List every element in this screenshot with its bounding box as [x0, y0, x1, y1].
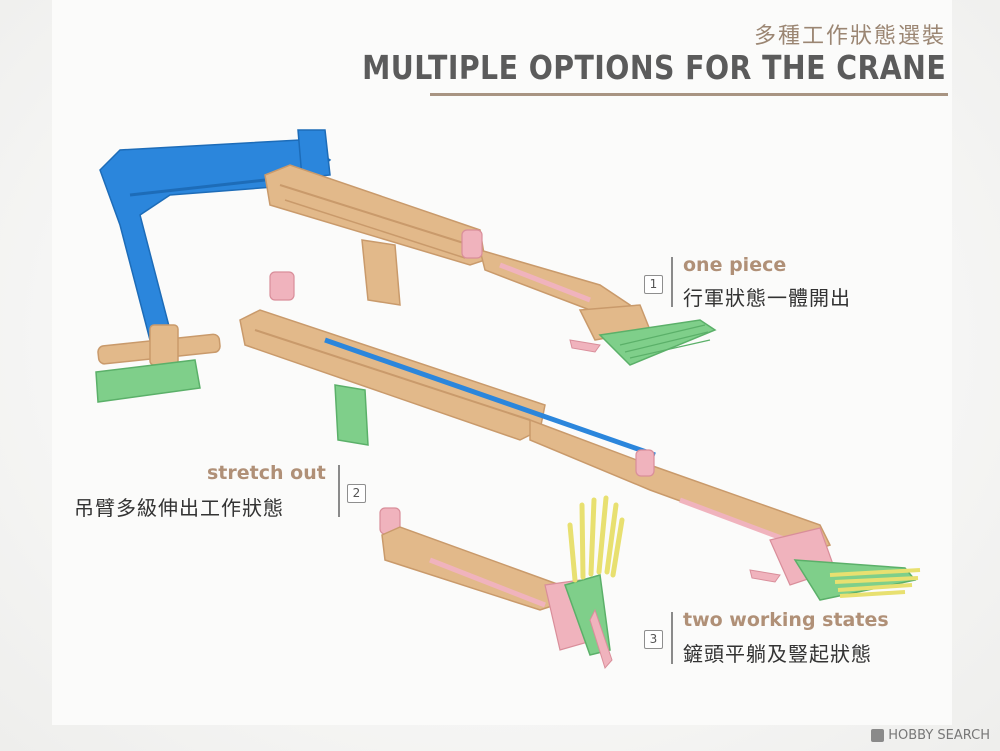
crane-option-stretch-out	[239, 271, 921, 601]
blue-hydraulic-rod	[324, 337, 656, 458]
green-base-block	[95, 359, 201, 403]
title-english: MULTIPLE OPTIONS FOR THE CRANE	[361, 48, 946, 87]
title-underline	[430, 93, 948, 96]
yellow-tines-two	[829, 568, 921, 598]
product-panel	[52, 0, 952, 725]
crane-option-one-piece	[95, 129, 717, 403]
callout-number-2: 2	[347, 484, 366, 503]
callout-divider-2	[338, 465, 340, 517]
title-chinese: 多種工作狀態選裝	[753, 24, 946, 49]
green-bucket-one	[598, 319, 717, 366]
callout-label-en-3: two working states	[683, 609, 889, 631]
callout-label-en-2: stretch out	[207, 462, 326, 484]
watermark-text: HOBBY SEARCH	[888, 728, 990, 743]
callout-number-1: 1	[644, 275, 663, 294]
yellow-tines-upright	[567, 495, 625, 583]
crane-option-two-working-states	[379, 495, 625, 670]
callout-divider-1	[671, 257, 673, 307]
watermark-logo-icon	[871, 729, 885, 742]
callout-divider-3	[671, 612, 673, 664]
tan-boom-three	[381, 526, 561, 611]
watermark: HOBBY SEARCH	[871, 728, 990, 743]
callout-label-zh-1: 行軍狀態一體開出	[683, 286, 851, 310]
callout-label-en-1: one piece	[683, 254, 787, 276]
callout-label-zh-3: 鏟頭平躺及豎起狀態	[683, 642, 872, 666]
callout-label-zh-2: 吊臂多級伸出工作狀態	[74, 496, 284, 520]
callout-number-3: 3	[644, 630, 663, 649]
blue-crane-arm	[99, 139, 332, 342]
